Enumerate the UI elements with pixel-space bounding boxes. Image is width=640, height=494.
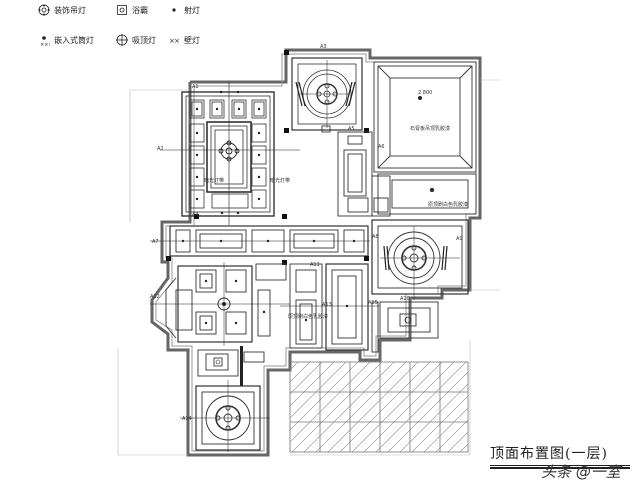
bath-heater-icon [116, 4, 128, 16]
legend-item-recessed-downlight: ××× 嵌入式筒灯 [38, 34, 94, 49]
marker-a1: A1 [192, 84, 199, 90]
marker-a12: A12 [150, 294, 160, 300]
legend-item-spotlight: 射灯 [168, 4, 200, 16]
legend-label: 射灯 [184, 5, 200, 15]
recessed-downlight-icon: ××× [38, 34, 53, 48]
legend-label: 装饰吊灯 [54, 5, 86, 15]
marker-a6: A6 [378, 144, 385, 150]
watermark: 头条 @一室 [541, 463, 621, 481]
legend-item-chandelier: 装饰吊灯 [38, 4, 86, 16]
glass-roof-area [289, 361, 469, 453]
marker-a3: A3 [320, 44, 327, 50]
marker-a15: A15 [368, 300, 378, 306]
legend-label: 浴霸 [132, 5, 148, 15]
marker-a8: A8 [372, 234, 379, 240]
title-underline-thick [490, 467, 630, 469]
legend-label: 壁灯 [184, 35, 200, 45]
legend: 装饰吊灯 浴霸 射灯 ××× 嵌入式筒灯 吸顶灯 [38, 4, 258, 62]
svg-text:×: × [174, 37, 180, 45]
study-ceiling [371, 219, 469, 295]
title-underline [490, 465, 630, 466]
ceiling-finish-note: 石膏板吊顶乳胶漆 [410, 125, 450, 132]
wall-lamp-icon: ×× [168, 34, 180, 46]
stair-area [337, 131, 391, 217]
outer-walls [150, 48, 482, 457]
legend-item-bath-heater: 浴霸 [116, 4, 148, 16]
wc-ceiling [197, 349, 265, 377]
legend-label: 嵌入式筒灯 [54, 35, 94, 45]
marker-a13: A13 [322, 302, 332, 308]
marker-a14: A14 [182, 416, 192, 422]
drawing-title-block: 顶面布置图(一层) [490, 443, 630, 469]
kitchen-ceiling [255, 263, 379, 353]
marker-a11: A11 [310, 262, 320, 268]
light-strip-note-2: 暗光灯带 [270, 177, 290, 184]
elevation-markers: A1 A2 A3 A4 A5 A6 A7 A8 A9 A10 A11 A12 A… [150, 44, 468, 422]
marker-a2: A2 [157, 146, 164, 152]
lot-lines [117, 79, 500, 456]
svg-text:×: × [169, 37, 175, 45]
ceiling-finish-note-3: 原顶刷白色乳胶漆 [288, 313, 328, 320]
marker-a4: A4 [192, 212, 199, 218]
bedroom-ceiling [373, 61, 477, 215]
marker-a10: A10 [400, 296, 410, 302]
marker-a7: A7 [152, 239, 159, 245]
marker-a9: A9 [456, 236, 463, 242]
marker-a5: A5 [348, 126, 355, 132]
legend-label: 吸顶灯 [132, 35, 156, 45]
legend-item-wall-lamp: ×× 壁灯 [168, 34, 200, 46]
light-strip-note: 暗光灯带 [204, 177, 224, 184]
bath-ceiling [379, 301, 439, 339]
height-mark: 2.800 [418, 90, 432, 96]
chandelier-icon [38, 4, 50, 16]
ceiling-finish-note-2: 原顶刷白色乳胶漆 [428, 201, 468, 208]
drawing-title: 顶面布置图(一层) [490, 446, 608, 462]
spotlight-icon [168, 4, 180, 16]
ceiling-light-icon [116, 34, 128, 46]
svg-text:×××: ××× [40, 42, 50, 46]
legend-item-ceiling-light: 吸顶灯 [116, 34, 156, 46]
